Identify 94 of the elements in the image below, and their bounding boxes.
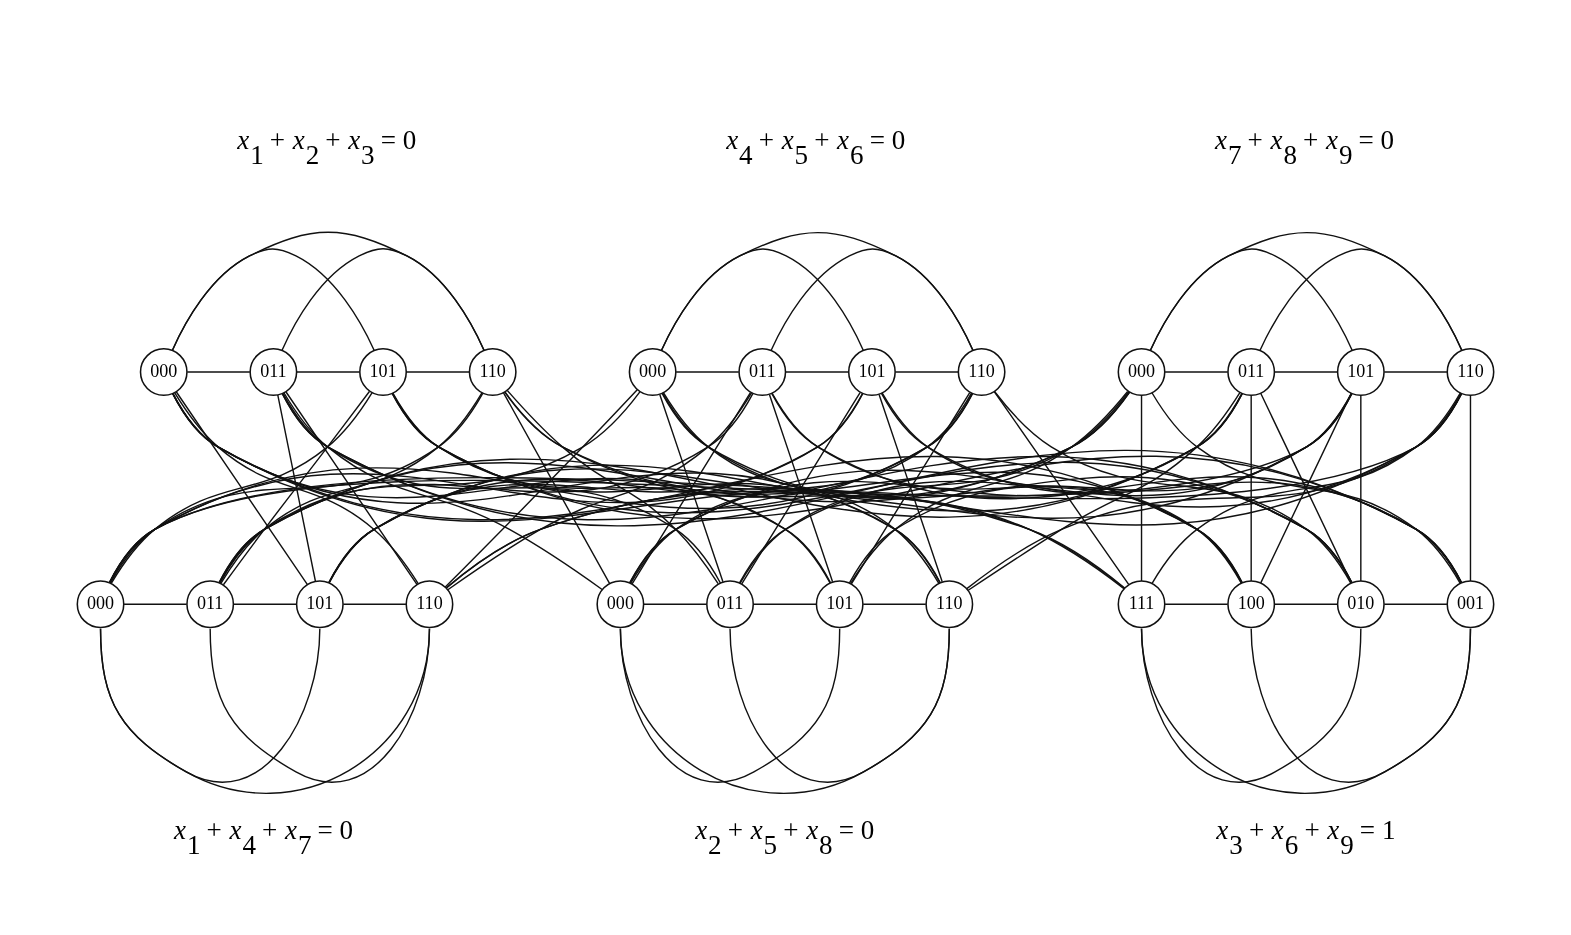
- connector: [392, 392, 831, 584]
- connector: [619, 628, 951, 794]
- connector: [770, 248, 974, 352]
- node-circle: 101: [815, 580, 864, 629]
- connector: [447, 392, 753, 591]
- connector: [659, 393, 724, 583]
- connector: [1259, 248, 1463, 352]
- connector: [729, 628, 951, 783]
- connector: [173, 392, 419, 585]
- connector: [768, 393, 834, 583]
- connector: [281, 248, 485, 352]
- connector: [1250, 628, 1472, 783]
- connector: [878, 393, 943, 583]
- connector: [1469, 394, 1472, 582]
- node-circle: 110: [925, 580, 974, 629]
- connector: [444, 389, 638, 588]
- node-circle: 110: [405, 580, 454, 629]
- connector: [175, 391, 308, 586]
- connector: [630, 392, 973, 584]
- node-circle: 110: [468, 348, 517, 397]
- connector: [966, 392, 1462, 590]
- connector: [1140, 628, 1362, 783]
- connector: [186, 371, 251, 373]
- connector: [771, 392, 1463, 584]
- connector: [283, 392, 603, 591]
- node-circle: 000: [1117, 348, 1166, 397]
- node-circle: 111: [1117, 580, 1166, 629]
- connector: [1164, 371, 1229, 373]
- node-circle: 000: [76, 580, 125, 629]
- connector: [233, 603, 297, 605]
- connector: [110, 391, 373, 585]
- node-circle: 110: [1446, 348, 1495, 397]
- connector: [1149, 231, 1463, 352]
- connector: [506, 389, 719, 585]
- connector: [881, 392, 1242, 584]
- node-circle: 010: [1336, 580, 1385, 629]
- connector: [848, 392, 1353, 584]
- node-circle: 110: [957, 348, 1006, 397]
- connector: [1164, 603, 1229, 605]
- connector: [771, 392, 1243, 584]
- connector: [662, 392, 940, 584]
- node-circle: 101: [1336, 348, 1385, 397]
- connector: [849, 390, 1129, 585]
- connector: [171, 231, 485, 352]
- connector: [502, 392, 611, 585]
- node-circle: 011: [706, 580, 755, 629]
- node-circle: 101: [295, 580, 344, 629]
- connector: [862, 603, 927, 605]
- connector: [277, 394, 317, 582]
- connector: [660, 231, 974, 352]
- connector: [218, 392, 754, 584]
- node-circle: 000: [139, 348, 188, 397]
- connector: [1151, 392, 1461, 584]
- connector: [1140, 628, 1472, 794]
- node-circle: 011: [738, 348, 787, 397]
- connector: [285, 391, 418, 586]
- connector: [675, 371, 740, 373]
- connector: [1250, 394, 1252, 582]
- node-circle: 000: [628, 348, 677, 397]
- connector: [967, 391, 1241, 591]
- connector: [631, 391, 752, 585]
- node-circle: 100: [1227, 580, 1276, 629]
- connector: [222, 390, 371, 586]
- connector: [739, 391, 1130, 584]
- node-circle: 000: [596, 580, 645, 629]
- connector: [1260, 392, 1352, 584]
- node-circle: 101: [847, 348, 896, 397]
- connector: [1274, 603, 1338, 605]
- connector: [993, 391, 1130, 586]
- connector: [1360, 394, 1362, 582]
- connector: [629, 392, 1463, 584]
- connector: [219, 391, 641, 584]
- node-circle: 011: [186, 580, 235, 629]
- connector: [282, 392, 722, 584]
- connector: [741, 391, 861, 585]
- connector: [504, 391, 1125, 589]
- connector: [209, 628, 431, 783]
- connector: [1140, 394, 1143, 582]
- connector: [123, 603, 188, 605]
- connector: [850, 391, 971, 585]
- connector: [880, 392, 1462, 584]
- connector: [109, 392, 484, 584]
- connector: [993, 390, 1352, 584]
- connector: [504, 391, 1243, 584]
- connector: [220, 392, 483, 585]
- connector: [661, 392, 1125, 590]
- connector: [629, 392, 1243, 584]
- node-circle: 001: [1446, 580, 1495, 629]
- connector: [99, 628, 431, 794]
- node-circle: 101: [359, 348, 408, 397]
- node-circle: 011: [249, 348, 298, 397]
- connector: [619, 628, 841, 783]
- node-circle: 011: [1227, 348, 1276, 397]
- connector: [1274, 371, 1338, 373]
